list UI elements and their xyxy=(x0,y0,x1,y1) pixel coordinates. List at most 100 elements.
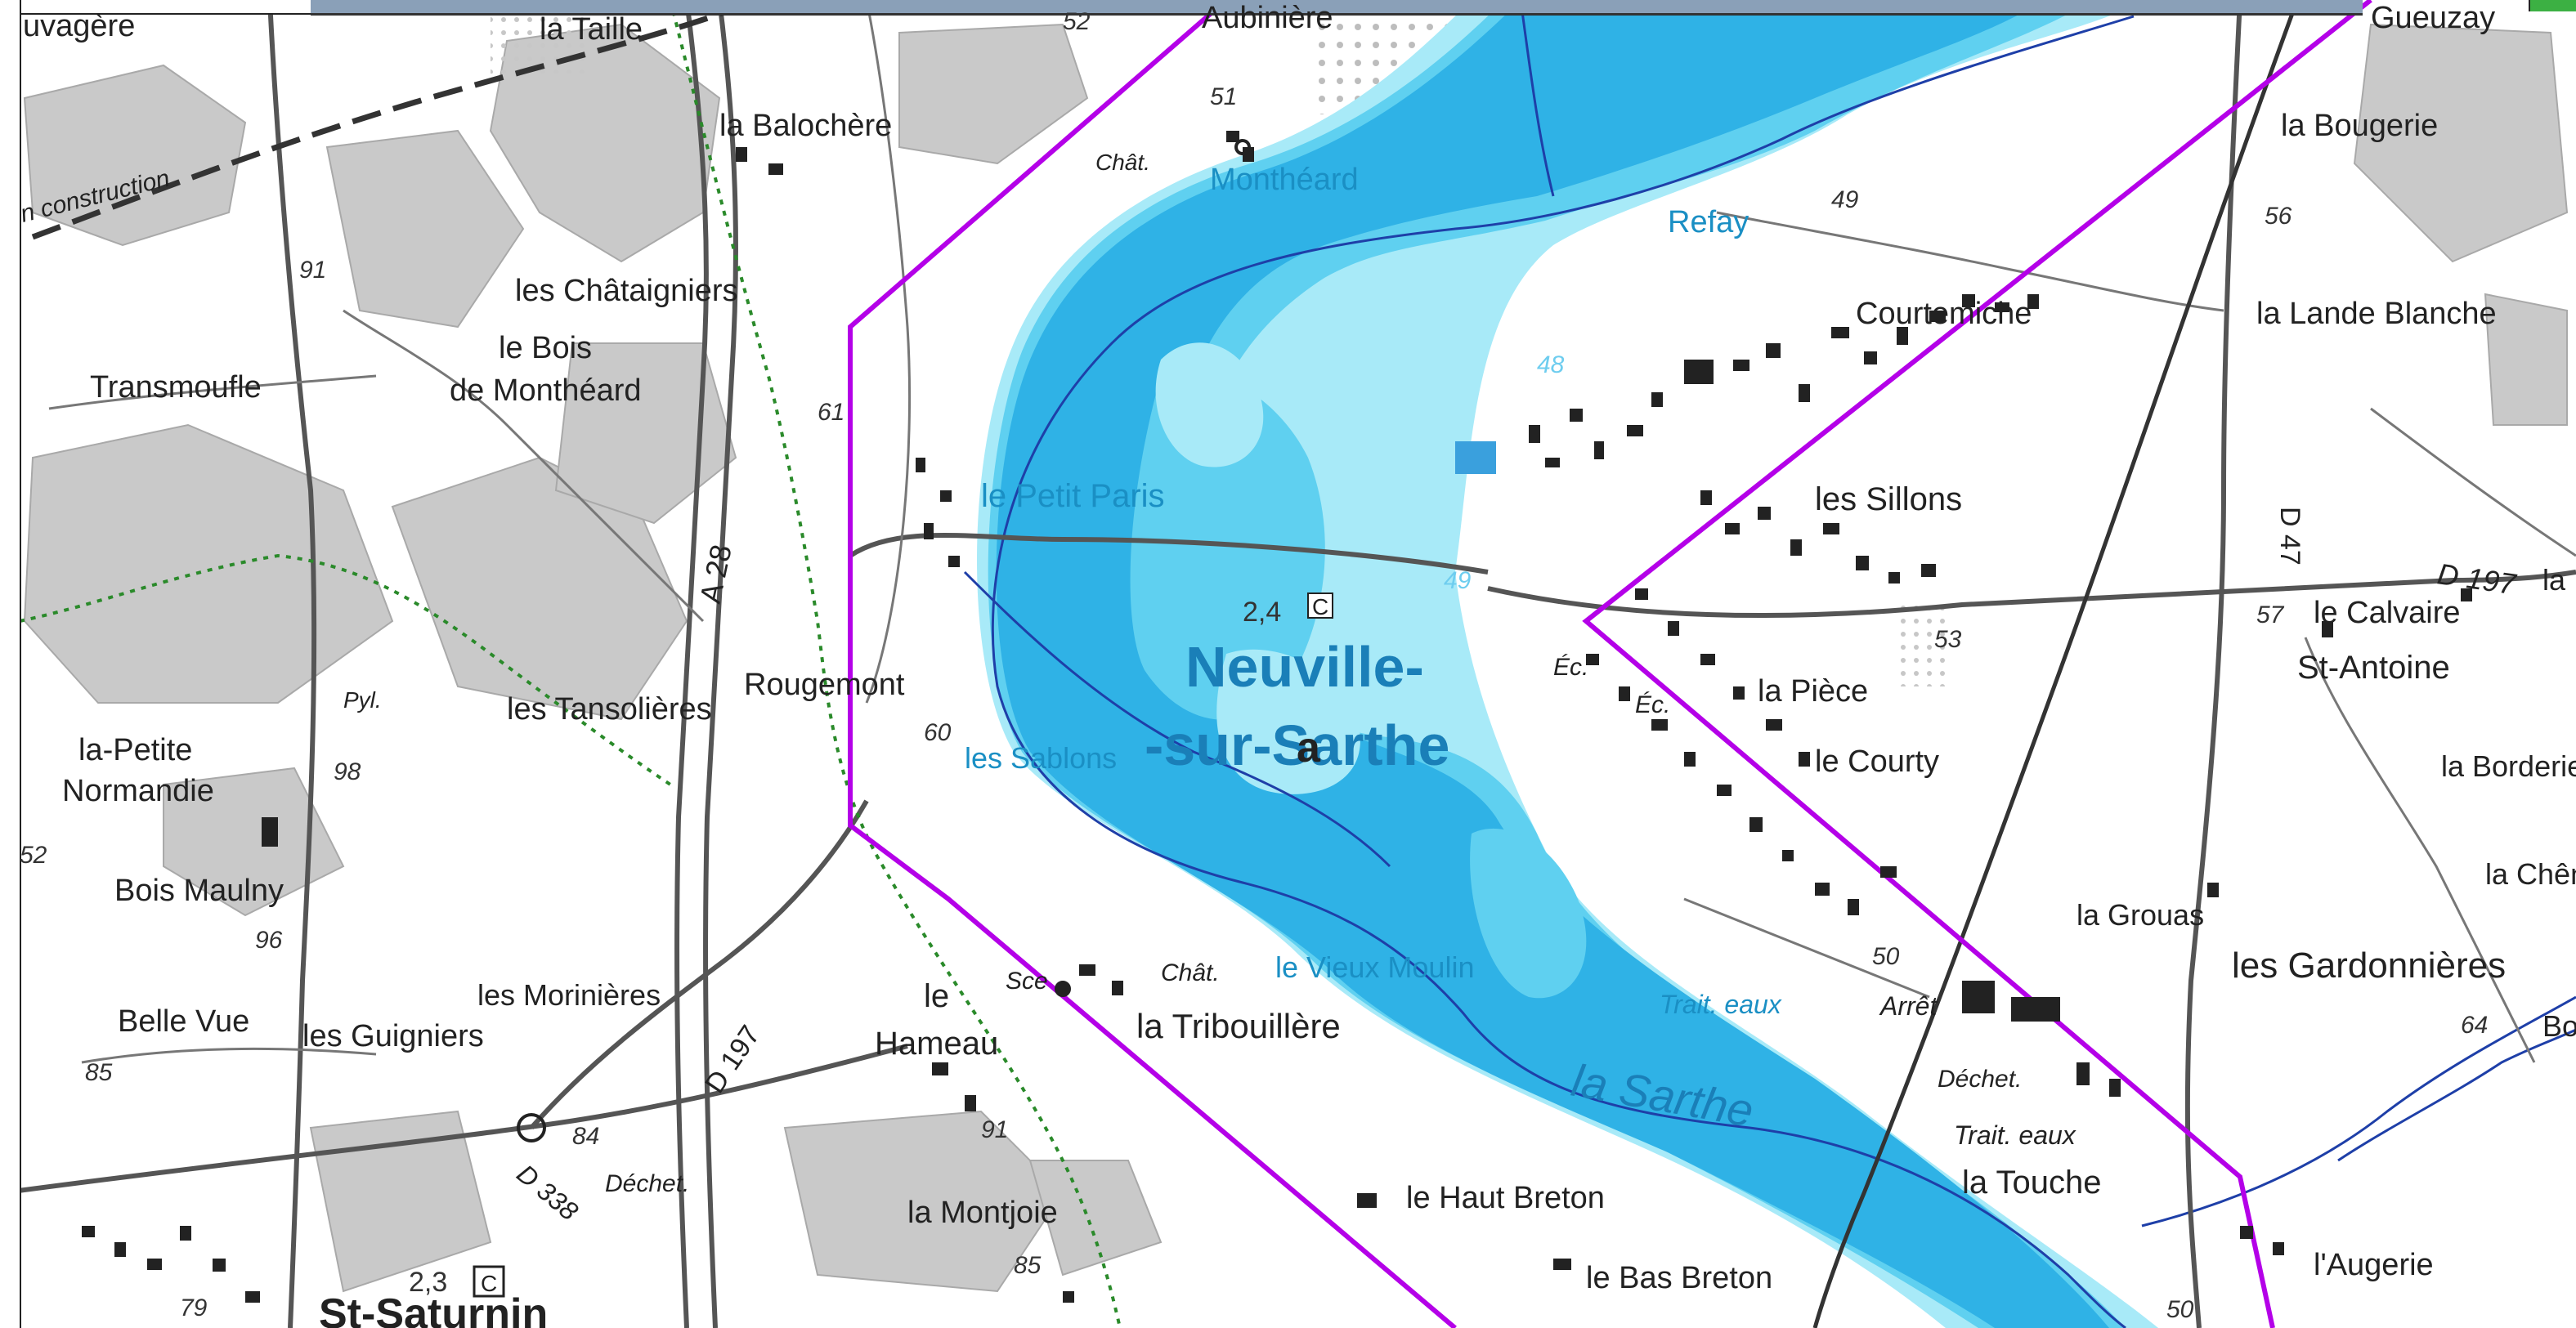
place-label: Aubinière xyxy=(1202,1,1333,35)
river-channel xyxy=(1519,0,1555,197)
place-label: la Tribouillère xyxy=(1136,1007,1341,1045)
study-zone-boundary xyxy=(848,0,1457,1328)
place-label: Chât. xyxy=(1161,959,1220,986)
place-label: le Bois xyxy=(499,331,592,365)
river-channel xyxy=(2141,995,2576,1227)
place-label: Chât. xyxy=(1095,150,1150,175)
town-label: St-Saturnin xyxy=(319,1290,548,1328)
elevation-label: 50 xyxy=(1872,943,1900,970)
left-frame-border xyxy=(0,0,21,1328)
elevation-label: 53 xyxy=(1934,626,1962,653)
elevation-label: 64 xyxy=(2461,1012,2488,1039)
place-label: les Sillons xyxy=(1815,481,1962,517)
orchard-area xyxy=(491,16,589,74)
elevation-label: 49 xyxy=(1831,186,1859,213)
pond xyxy=(1455,441,1496,474)
place-label: le Calvaire xyxy=(2314,596,2461,630)
place-label: les Tansolières xyxy=(507,692,712,727)
elevation-label: 2,3 xyxy=(409,1267,447,1298)
place-label: Trait. eaux xyxy=(1660,990,1782,1019)
elevation-label: 85 xyxy=(85,1059,113,1086)
flood-zone-low xyxy=(977,0,2158,1328)
elevation-label: 48 xyxy=(1537,351,1565,378)
place-label: la Borderie xyxy=(2441,749,2576,783)
place-label: Courtemiche xyxy=(1856,297,2032,331)
place-label: Gueuzay xyxy=(2371,1,2495,35)
elevation-label: 52 xyxy=(1063,8,1091,35)
roads-minor xyxy=(48,0,2576,1064)
place-label: la Bougerie xyxy=(2281,109,2438,143)
elevation-label: 2,4 xyxy=(1243,597,1281,628)
place-label: Bois Maulny xyxy=(114,874,284,908)
marker-label: a xyxy=(1297,724,1321,771)
elevation-label: 61 xyxy=(818,399,844,426)
place-label: le Vieux Moulin xyxy=(1275,950,1474,984)
railway xyxy=(1812,0,2300,1328)
road-label: D 47 xyxy=(2274,507,2305,566)
boundary-green xyxy=(669,0,1122,1328)
place-label: Sce xyxy=(1006,968,1048,995)
elevation-label: 57 xyxy=(2256,601,2285,628)
elevation-label: 91 xyxy=(981,1116,1008,1143)
place-label: St-Antoine xyxy=(2297,650,2450,686)
place-label: Rougemont xyxy=(744,668,905,702)
village-buildings xyxy=(82,131,2472,1303)
elevation-label: 96 xyxy=(255,927,283,954)
place-label: Bo xyxy=(2542,1009,2576,1043)
river-channel xyxy=(2337,1028,2576,1162)
c-markers: C C xyxy=(473,592,1333,1298)
place-label: les Châtaigniers xyxy=(515,274,737,308)
place-label: Éc. xyxy=(1635,691,1670,718)
place-label: Déchet. xyxy=(1938,1066,2022,1093)
place-label: la-Petite xyxy=(78,733,192,767)
elevation-label: 98 xyxy=(334,758,361,785)
place-label: le Courty xyxy=(1815,744,1939,779)
place-label: la Grouas xyxy=(2076,898,2204,932)
town-label: -sur-Sarthe xyxy=(1145,713,1449,777)
place-label: la Lande Blanche xyxy=(2256,297,2497,331)
place-label: le xyxy=(924,978,949,1014)
place-label: les Gardonnières xyxy=(2232,946,2506,986)
circle-symbols xyxy=(517,139,1251,1142)
elevation-label: 51 xyxy=(1210,83,1237,110)
river-label: la Sarthe xyxy=(1568,1054,1758,1137)
elevation-label: 49 xyxy=(1444,567,1472,594)
place-label: la Pièce xyxy=(1758,674,1868,709)
elevation-label: 91 xyxy=(299,257,326,284)
elevation-label: 52 xyxy=(20,842,47,869)
place-label: Arrêt xyxy=(1879,991,1938,1021)
flood-zone-mid xyxy=(1470,828,1587,999)
place-label: n construction xyxy=(18,165,172,228)
place-label: de Monthéard xyxy=(450,373,642,408)
river-sarthe xyxy=(991,15,2135,1328)
place-label: la Touche xyxy=(1962,1165,2102,1201)
place-label: Hameau xyxy=(875,1026,998,1062)
place-label: Normandie xyxy=(62,774,214,808)
place-label: Éc. xyxy=(1553,654,1588,681)
place-label: Déchet. xyxy=(605,1170,689,1197)
elevation-label: 56 xyxy=(2265,203,2292,230)
place-label: le Petit Paris xyxy=(981,478,1165,514)
place-label: l'Augerie xyxy=(2314,1248,2434,1282)
orchard-area xyxy=(1897,605,1946,686)
c-marker: C xyxy=(1312,594,1328,619)
c-marker: C xyxy=(481,1271,497,1296)
elevation-label: 85 xyxy=(1014,1252,1042,1279)
place-label: Pyl. xyxy=(343,687,382,713)
place-label: Transmoufle xyxy=(90,370,262,405)
elevation-label: 50 xyxy=(2166,1296,2194,1323)
place-label: la Chên xyxy=(2485,857,2576,891)
place-label: Belle Vue xyxy=(118,1004,249,1039)
elevation-label: 79 xyxy=(180,1294,208,1321)
flood-zone-low xyxy=(1216,649,1360,794)
elevation-label: 84 xyxy=(572,1123,599,1150)
place-label: Refay xyxy=(1668,205,1749,239)
river-channel xyxy=(963,570,1391,868)
place-label: les Morinières xyxy=(477,978,661,1012)
study-zone-boundary xyxy=(1582,0,2372,1328)
forest-areas xyxy=(23,23,2569,1293)
top-left-frame xyxy=(0,0,311,15)
